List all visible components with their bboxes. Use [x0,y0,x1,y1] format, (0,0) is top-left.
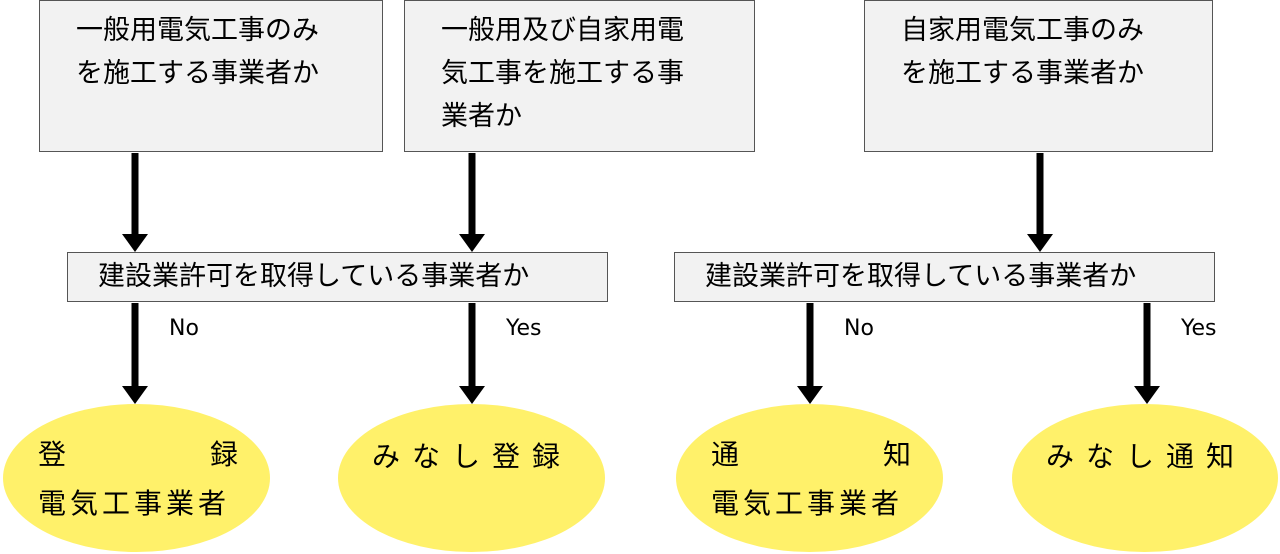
branch-label-right-yes: Yes [1181,316,1217,341]
outcome-registration-line1: 登 録 [38,441,238,469]
question-box-private-only: 自家用電気工事のみ を施工する事業者か [864,0,1213,152]
outcome-notification: 通 知 電気工事業者 [676,404,943,552]
branch-label-left-no: No [169,316,199,341]
arrowhead-both [459,234,485,252]
outcome-notification-char-a: 通 [711,438,740,471]
arrowhead-right-no [797,386,823,404]
license-question-right-text: 建設業許可を取得している事業者か [705,261,1137,292]
outcome-registration-char-a: 登 [38,438,67,471]
question-general-only-text: 一般用電気工事のみ を施工する事業者か [76,15,319,90]
license-question-left-text: 建設業許可を取得している事業者か [98,261,530,292]
license-question-left-bar: 建設業許可を取得している事業者か [67,252,608,302]
arrowhead-left-yes [459,386,485,404]
outcome-registration-line2: 電気工事業者 [38,487,231,520]
arrowhead-right-yes [1134,386,1160,404]
outcome-deemed-notification-text: みなし通知 [1046,440,1247,473]
outcome-notification-line1: 通 知 [711,441,911,469]
outcome-registration-char-b: 録 [209,438,238,471]
question-box-general-only: 一般用電気工事のみ を施工する事業者か [39,0,383,152]
license-question-right-bar: 建設業許可を取得している事業者か [674,252,1215,302]
arrowhead-left-no [122,386,148,404]
outcome-deemed-registration: みなし登録 [338,404,605,552]
outcome-deemed-notification: みなし通知 [1012,404,1278,552]
branch-label-left-yes: Yes [506,316,542,341]
question-private-only-text: 自家用電気工事のみ を施工する事業者か [901,15,1144,90]
outcome-notification-line2: 電気工事業者 [711,487,904,520]
outcome-deemed-registration-text: みなし登録 [372,440,573,473]
branch-label-right-no: No [844,316,874,341]
question-both-text: 一般用及び自家用電 気工事を施工する事 業者か [441,15,684,133]
question-box-both: 一般用及び自家用電 気工事を施工する事 業者か [404,0,755,152]
arrowhead-private [1027,234,1053,252]
outcome-registration: 登 録 電気工事業者 [3,404,270,552]
outcome-notification-char-b: 知 [882,438,911,471]
arrowhead-general [122,234,148,252]
